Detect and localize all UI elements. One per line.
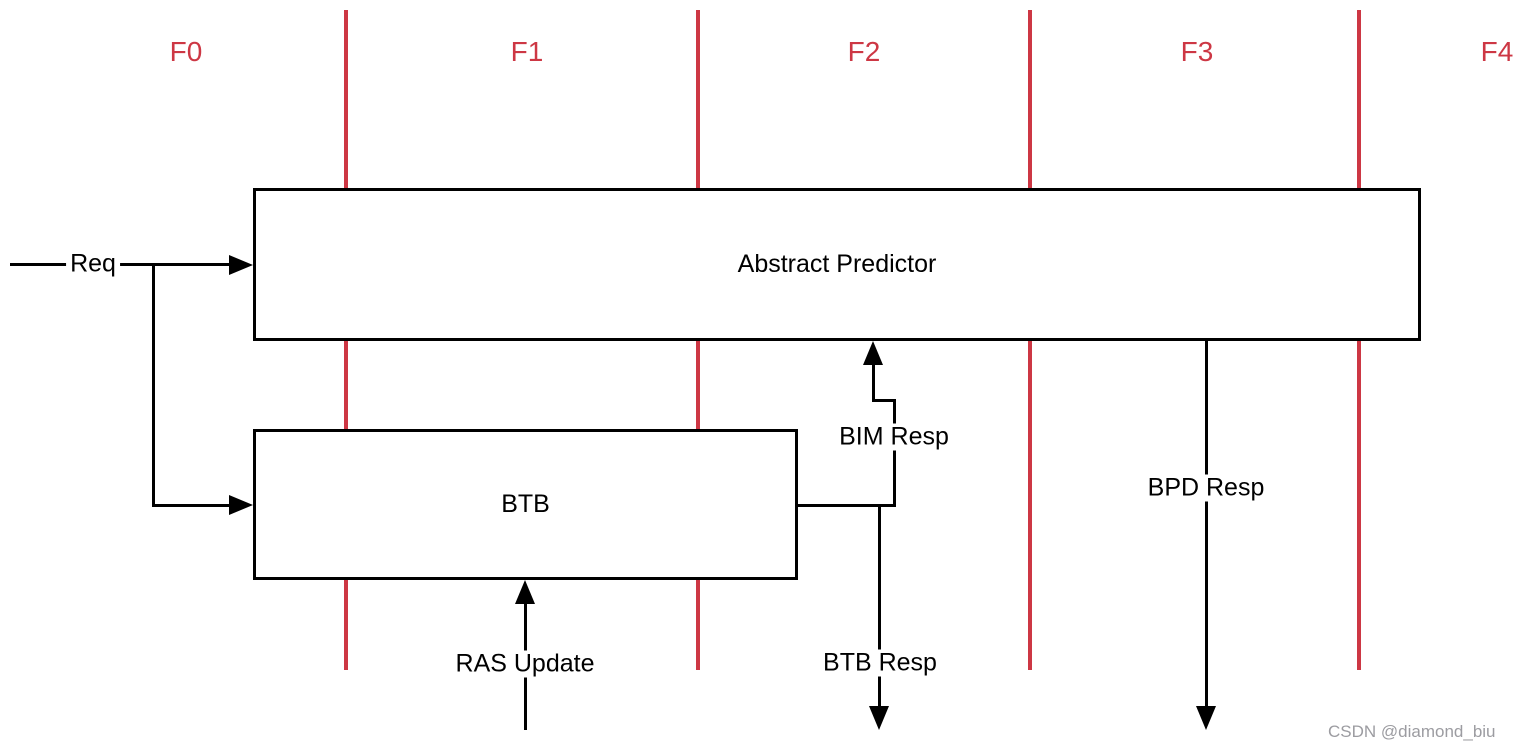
stage-label-f2: F2: [847, 36, 881, 67]
ras-update-label: RAS Update: [451, 650, 599, 678]
req-label: Req: [66, 250, 120, 278]
bpd-resp-arrowhead: [1196, 706, 1216, 730]
stage-label-f4: F4: [1480, 36, 1514, 67]
stage-label-f0: F0: [169, 36, 203, 67]
bim-resp-arrowhead: [863, 341, 883, 365]
ras-update-arrowhead: [515, 580, 535, 604]
btb-resp-line: [878, 505, 881, 707]
btb-resp-arrowhead: [869, 706, 889, 730]
bpd-resp-line: [1205, 341, 1208, 707]
stage-label-f3: F3: [1180, 36, 1214, 67]
bpd-resp-label: BPD Resp: [1143, 474, 1269, 502]
bim-resp-jog: [872, 399, 896, 402]
btb-box: BTB: [253, 429, 798, 580]
csdn-watermark: CSDN @diamond_biu: [1328, 722, 1496, 741]
btb-output-line: [797, 504, 896, 507]
bim-resp-line-upper: [872, 363, 875, 402]
bim-resp-line-lower: [893, 399, 896, 507]
stage-label-f1: F1: [510, 36, 544, 67]
req-btb-arrowhead: [229, 495, 253, 515]
req-predictor-arrowhead: [229, 255, 253, 275]
btb-label: BTB: [501, 490, 550, 518]
bim-resp-label: BIM Resp: [835, 423, 953, 451]
abstract-predictor-label: Abstract Predictor: [737, 250, 937, 278]
req-branch-vertical: [152, 263, 155, 506]
abstract-predictor-box: Abstract Predictor: [253, 188, 1421, 341]
req-branch-horizontal: [152, 504, 229, 507]
btb-resp-label: BTB Resp: [819, 649, 941, 677]
